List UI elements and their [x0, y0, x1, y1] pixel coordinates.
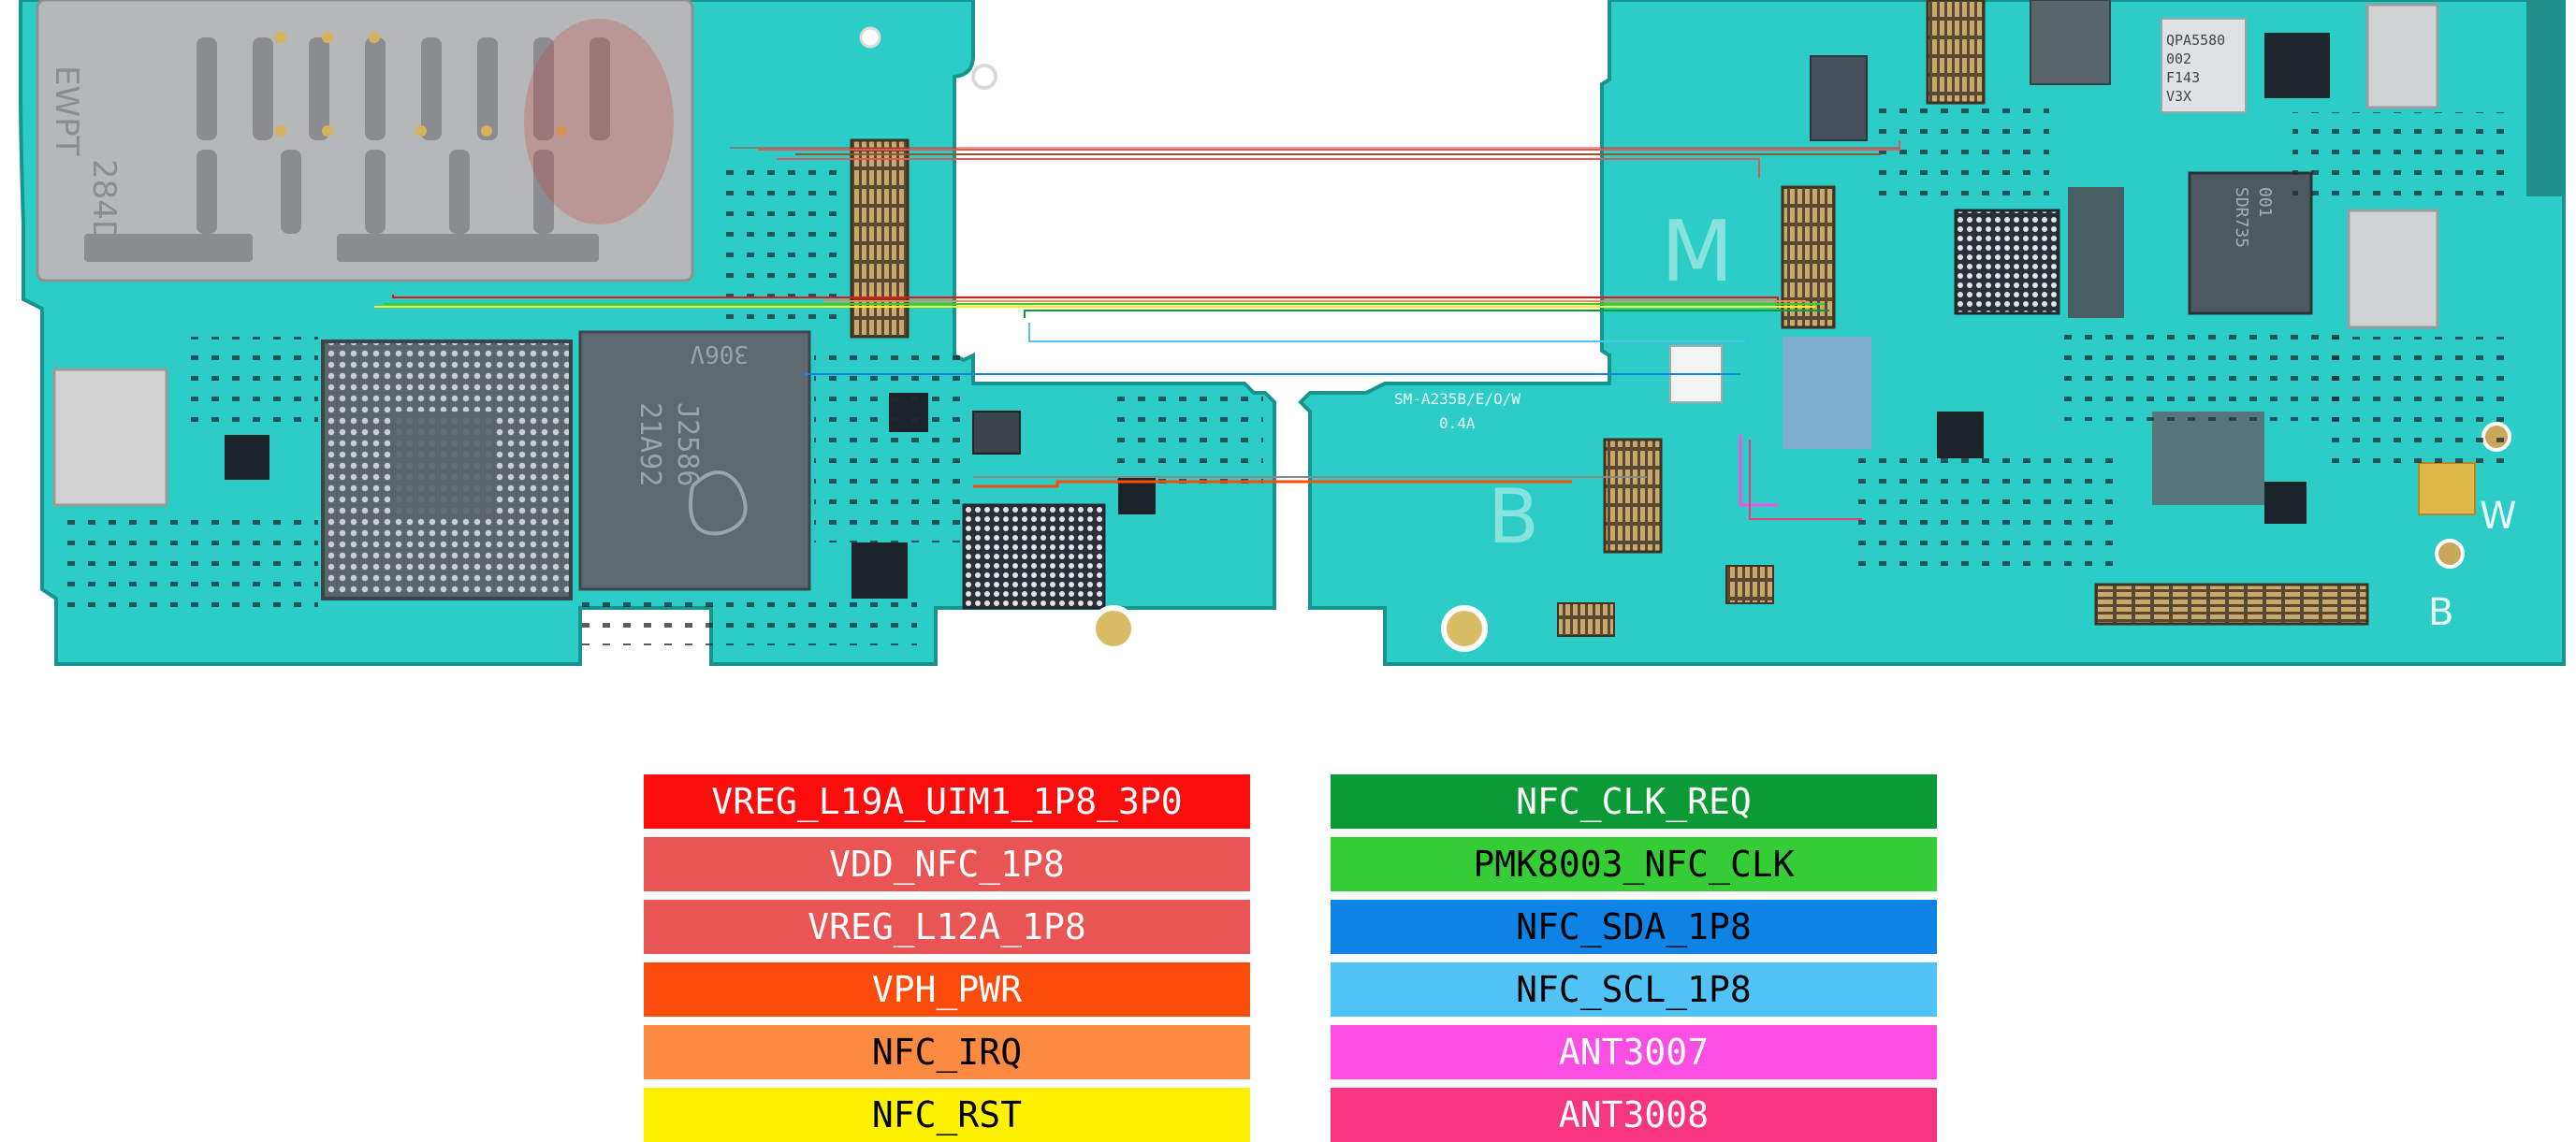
black-ic-1	[851, 542, 908, 599]
sim-tray-contacts	[84, 37, 610, 262]
black-ic-2	[225, 435, 269, 480]
board-to-board-connector-4	[1603, 438, 1663, 554]
soc-inner-area	[393, 412, 496, 514]
legend-label-nfc-irq: NFC_IRQ	[644, 1025, 1250, 1079]
legend-label-vdd-nfc-1p8: VDD_NFC_1P8	[644, 837, 1250, 891]
legend-label-nfc-sda-1p8: NFC_SDA_1P8	[1331, 900, 1937, 954]
gold-qr-pad	[2418, 462, 2476, 515]
silk-letter-b: B	[1488, 473, 1539, 560]
shield-can-right-2	[2365, 3, 2439, 109]
antenna-pad-2	[2435, 539, 2465, 569]
rf-transceiver-text-2: 001	[2255, 187, 2275, 218]
mount-hole-1	[971, 64, 997, 90]
silk-model: SM-A235B/E/O/W	[1394, 390, 1521, 408]
small-connector-1	[1725, 565, 1774, 604]
silk-letter-b2: B	[2428, 591, 2453, 634]
trace-ant3008	[1749, 440, 1862, 520]
memory-chip-text-1: 21A92	[633, 402, 666, 486]
passive-components-area-2	[814, 355, 964, 542]
edge-cutout-right	[2526, 0, 2564, 196]
trace-vdd-nfc	[758, 140, 1900, 151]
sim-tray-text-2: 284D	[85, 159, 123, 244]
small-connector-2	[1557, 602, 1615, 637]
nfc-chip	[972, 411, 1021, 455]
pmic-bga	[962, 503, 1106, 610]
inductors-group	[2152, 412, 2264, 505]
shield-can-small	[52, 368, 168, 507]
memory-chip	[578, 330, 811, 591]
legend-label-ant3008: ANT3008	[1331, 1088, 1937, 1142]
passive-components-area-4	[187, 337, 318, 430]
memory-chip-logo	[689, 470, 748, 536]
trace-nfc-scl	[1028, 323, 1745, 342]
passive-components-area-10	[1853, 449, 2115, 580]
board-to-board-connector-3	[1926, 0, 1986, 105]
display-connector	[2094, 583, 2369, 626]
power-amp-text-3: F143	[2166, 69, 2200, 86]
legend-label-nfc-rst: NFC_RST	[644, 1088, 1250, 1142]
power-amp-text-4: V3X	[2166, 88, 2191, 105]
power-amp-text-2: 002	[2166, 51, 2191, 67]
logo-watermark	[524, 19, 674, 224]
chip-top-3	[2264, 33, 2330, 98]
signal-traces	[374, 140, 1900, 520]
gold-pad-1	[1090, 605, 1137, 652]
passive-components-area-5	[580, 599, 917, 645]
trace-vreg-l12a	[777, 158, 1760, 178]
silk-version: 0.4A	[1439, 414, 1476, 432]
memory-chip-text-2: J2586	[671, 402, 704, 486]
passive-components-area-1	[56, 505, 318, 608]
passive-components-area-7	[1871, 94, 2049, 206]
mount-hole-2	[859, 26, 881, 49]
chip-top-1	[2030, 0, 2111, 85]
pink-highlight-pad-area	[1783, 337, 1871, 449]
gold-pad-2	[1441, 605, 1488, 652]
trace-vph-pwr	[973, 480, 1572, 488]
sim-tray-gold-pins	[275, 32, 567, 137]
legend-label-nfc-scl-1p8: NFC_SCL_1P8	[1331, 962, 1937, 1017]
pcb-board-diagram: EWPT 284D 21A92 J2586 306V	[19, 0, 2566, 666]
legend-label-pmk8003-nfc-clk: PMK8003_NFC_CLK	[1331, 837, 1937, 891]
rf-transceiver	[2188, 171, 2313, 315]
passive-components-area-3	[1104, 393, 1263, 486]
chip-top-2	[1810, 55, 1868, 141]
power-amp-chip	[2161, 18, 2247, 113]
legend-label-vreg-l19a-uim1-1p8-3p0: VREG_L19A_UIM1_1P8_3P0	[644, 774, 1250, 829]
legend-label-ant3007: ANT3007	[1331, 1025, 1937, 1079]
left-board: EWPT 284D 21A92 J2586 306V	[19, 0, 1276, 666]
passive-components-area-9	[2321, 337, 2508, 468]
legend-label-vph-pwr: VPH_PWR	[644, 962, 1250, 1017]
rf-transceiver-text-1: SDR735	[2232, 187, 2251, 248]
silk-letter-w: W	[2480, 495, 2517, 538]
passive-components-area-11	[2292, 112, 2517, 206]
legend-label-vreg-l12a-1p8: VREG_L12A_1P8	[644, 900, 1250, 954]
modem-bga	[1954, 209, 2060, 315]
power-amp-text-1: QPA5580	[2166, 32, 2225, 49]
legend-label-nfc-clk-req: NFC_CLK_REQ	[1331, 774, 1937, 829]
sim-tray-text-1: EWPT	[48, 65, 85, 156]
memory-chip-text-3: 306V	[690, 340, 749, 368]
trace-ant3007	[1739, 435, 1778, 507]
passive-components-area-6	[720, 159, 842, 327]
trace-nfc-clk-req	[1024, 310, 1829, 318]
passive-components-area-8	[2059, 327, 2339, 421]
right-board: M B W B SM-A235B/E/O/W 0.4A SDR735 001 Q…	[1298, 0, 2566, 666]
black-ic-right-2	[2264, 482, 2307, 524]
silk-letter-m: M	[1661, 203, 1734, 301]
power-inductors	[2068, 187, 2124, 318]
shield-can-right-1	[2347, 209, 2439, 329]
